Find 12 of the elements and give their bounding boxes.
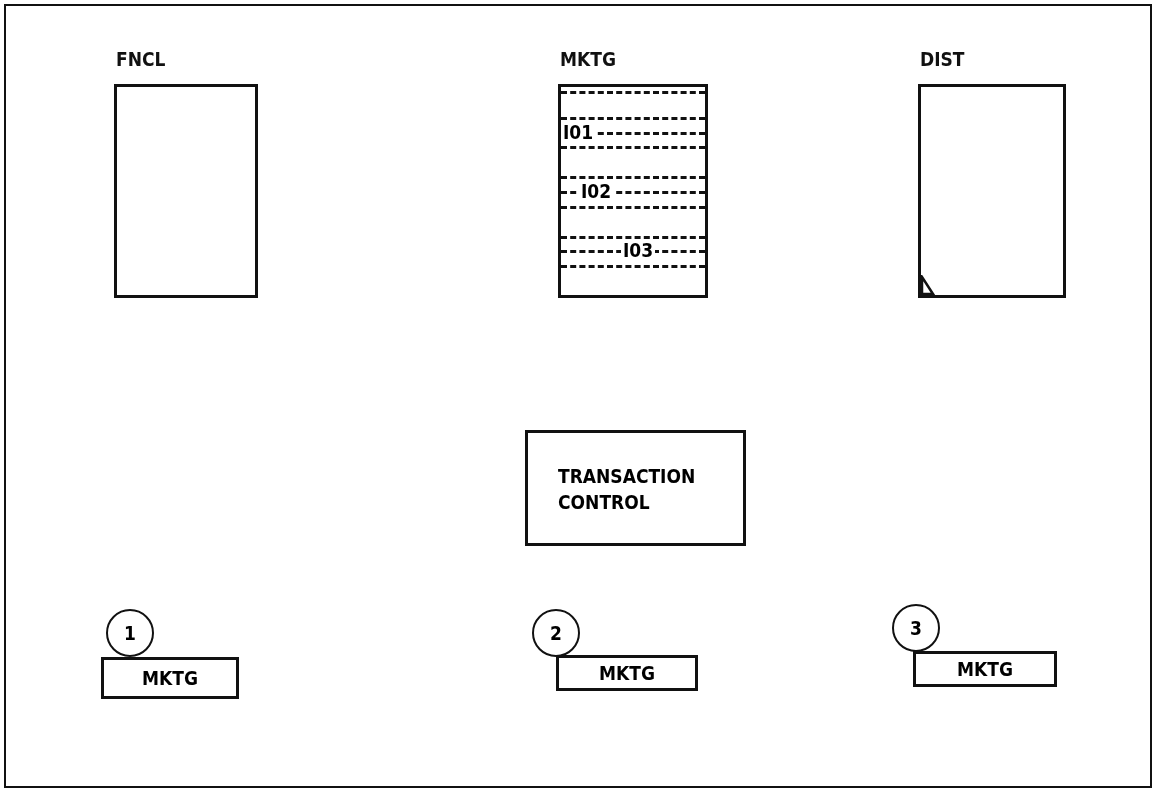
tag-box: MKTG — [101, 657, 239, 699]
callout-number: 2 — [532, 609, 580, 657]
process-box — [525, 430, 746, 546]
tag-box: MKTG — [556, 655, 698, 691]
callout-number: 1 — [106, 609, 154, 657]
tag-box: MKTG — [913, 651, 1057, 687]
box-heading: FNCL — [116, 48, 166, 70]
box-heading: MKTG — [560, 48, 616, 70]
box-text: TRANSACTION CONTROL — [558, 464, 697, 515]
box-heading: DIST — [920, 48, 965, 70]
callout-number: 3 — [892, 604, 940, 652]
record-label: I02 — [579, 181, 614, 201]
